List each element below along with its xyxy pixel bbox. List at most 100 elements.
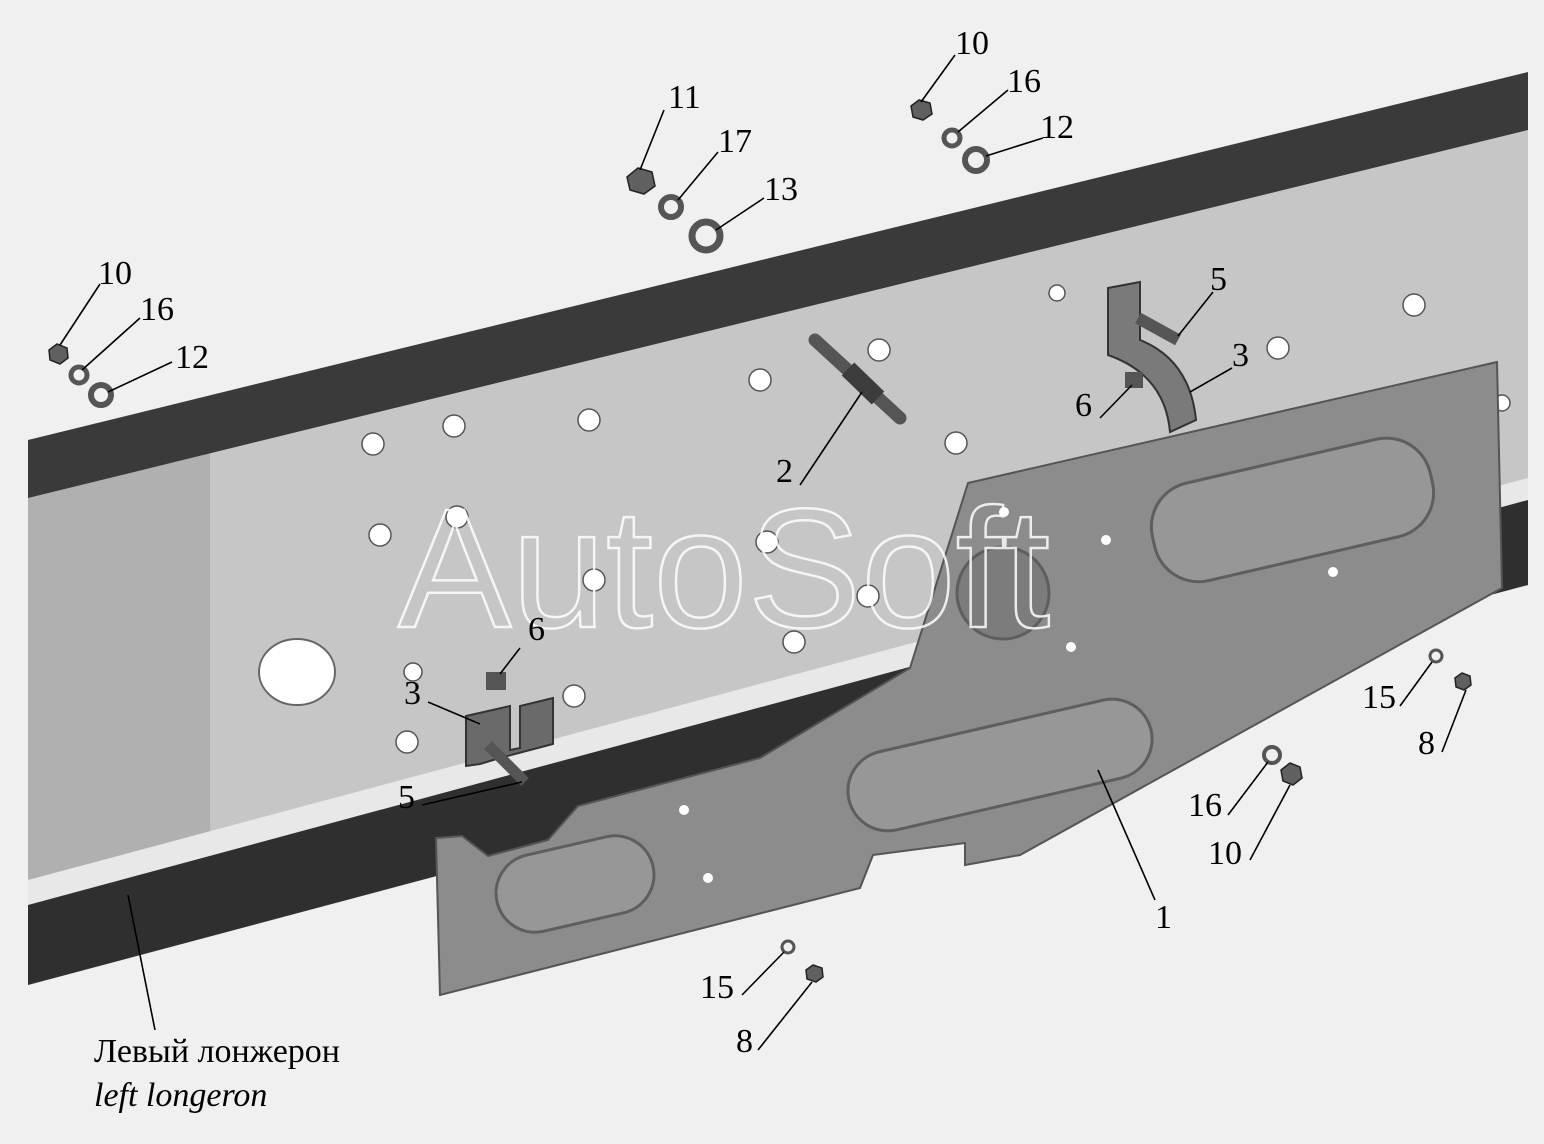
plate-hole — [679, 805, 689, 815]
shield-plate — [434, 360, 1504, 997]
bolt-upper — [1135, 312, 1181, 346]
leader-line — [957, 89, 1009, 133]
callout-2: 2 — [776, 453, 793, 490]
caption-russian: Левый лонжерон — [94, 1033, 340, 1070]
callout-10: 10 — [955, 25, 989, 62]
nut-upper — [1125, 372, 1143, 388]
plate-hole — [1101, 535, 1111, 545]
leader-line — [1227, 761, 1269, 816]
beam-holes — [361, 284, 1511, 754]
washer-17 — [658, 194, 684, 220]
leader-line — [1099, 384, 1133, 419]
plate-embossed-slot — [846, 697, 1154, 833]
leader-line — [639, 109, 665, 171]
hardware — [48, 99, 1472, 983]
leader-line — [677, 151, 719, 201]
leader-line — [1441, 689, 1467, 753]
leader-line — [427, 701, 481, 725]
callout-16: 16 — [1188, 787, 1222, 824]
leader-line — [985, 137, 1044, 157]
callout-12: 12 — [1040, 109, 1074, 146]
washer-16-top — [941, 127, 963, 149]
leader-line — [920, 54, 956, 103]
beam-hole — [361, 432, 385, 456]
plate-embossed-slot — [494, 834, 656, 934]
beam-top-flange — [28, 72, 1528, 498]
callout-16: 16 — [1007, 63, 1041, 100]
callout-15: 15 — [700, 969, 734, 1006]
washer-16-right — [1262, 745, 1282, 765]
callout-12: 12 — [175, 339, 209, 376]
beam-hole — [1402, 293, 1426, 317]
beam-web — [28, 130, 1528, 985]
callout-1: 1 — [1155, 899, 1172, 936]
plate-hole — [999, 507, 1009, 517]
callout-3: 3 — [404, 675, 421, 712]
nut-10-left — [48, 343, 69, 365]
nut-10-top — [910, 99, 933, 121]
callout-16: 16 — [140, 291, 174, 328]
leader-line — [59, 283, 101, 346]
stud-collar — [841, 362, 885, 405]
beam-large-hole — [258, 638, 336, 706]
beam-hole — [442, 414, 466, 438]
leader-line — [741, 951, 785, 996]
nut-11 — [626, 167, 656, 195]
callout-5: 5 — [398, 779, 415, 816]
callout-17: 17 — [718, 123, 752, 160]
bracket-upper-body — [1107, 280, 1198, 434]
caption-english: left longeron — [94, 1077, 267, 1114]
callout-8: 8 — [736, 1023, 753, 1060]
washer-12-left — [88, 382, 114, 408]
bracket-lower — [465, 672, 554, 786]
leader-line — [757, 981, 813, 1051]
callout-8: 8 — [1418, 725, 1435, 762]
leader-line — [499, 647, 521, 675]
leader-line — [81, 317, 141, 371]
beam-hole — [368, 523, 392, 547]
beam-hole — [403, 662, 423, 682]
washer-13 — [688, 218, 724, 254]
beam-hole — [755, 530, 779, 554]
leader-line — [715, 197, 765, 231]
callout-10: 10 — [1208, 835, 1242, 872]
beam-hole — [582, 568, 606, 592]
callout-15: 15 — [1362, 679, 1396, 716]
callout-6: 6 — [528, 611, 545, 648]
leader-line — [1189, 367, 1233, 393]
washer-15-right — [1428, 648, 1444, 664]
beam-hole — [577, 408, 601, 432]
beam-hole — [445, 505, 469, 529]
nut-8-right — [1454, 672, 1472, 691]
leader-line — [799, 391, 863, 486]
caption: Левый лонжерон left longeron — [94, 1033, 340, 1114]
beam-hole — [562, 684, 586, 708]
leader-line — [127, 894, 156, 1031]
callout-6: 6 — [1075, 387, 1092, 424]
callout-13: 13 — [764, 171, 798, 208]
leader-line — [1177, 291, 1214, 337]
leader-line — [421, 781, 523, 806]
leader-lines — [59, 54, 1467, 1051]
leader-line — [107, 361, 173, 393]
beam-web-shade — [28, 438, 210, 940]
stud — [808, 333, 907, 425]
leader-line — [1097, 769, 1156, 901]
washer-15-bottom — [780, 939, 796, 955]
callout-labels: 10 16 12 11 17 13 10 16 12 5 3 6 2 6 3 5… — [98, 25, 1435, 1060]
beam-hole — [1266, 336, 1290, 360]
bracket-upper — [1107, 280, 1198, 434]
beam-hole — [395, 730, 419, 754]
bolt-lower — [484, 741, 529, 786]
plate-hole — [703, 873, 713, 883]
callout-10: 10 — [98, 255, 132, 292]
plate-embossed-slot — [1149, 436, 1436, 584]
beam-hole — [1048, 284, 1066, 302]
plate-hole — [1328, 567, 1338, 577]
nut-8-bottom — [805, 964, 824, 983]
nut-lower — [486, 672, 506, 690]
callout-5: 5 — [1210, 261, 1227, 298]
nut-10-right — [1280, 762, 1303, 786]
plate-hole — [1066, 642, 1076, 652]
